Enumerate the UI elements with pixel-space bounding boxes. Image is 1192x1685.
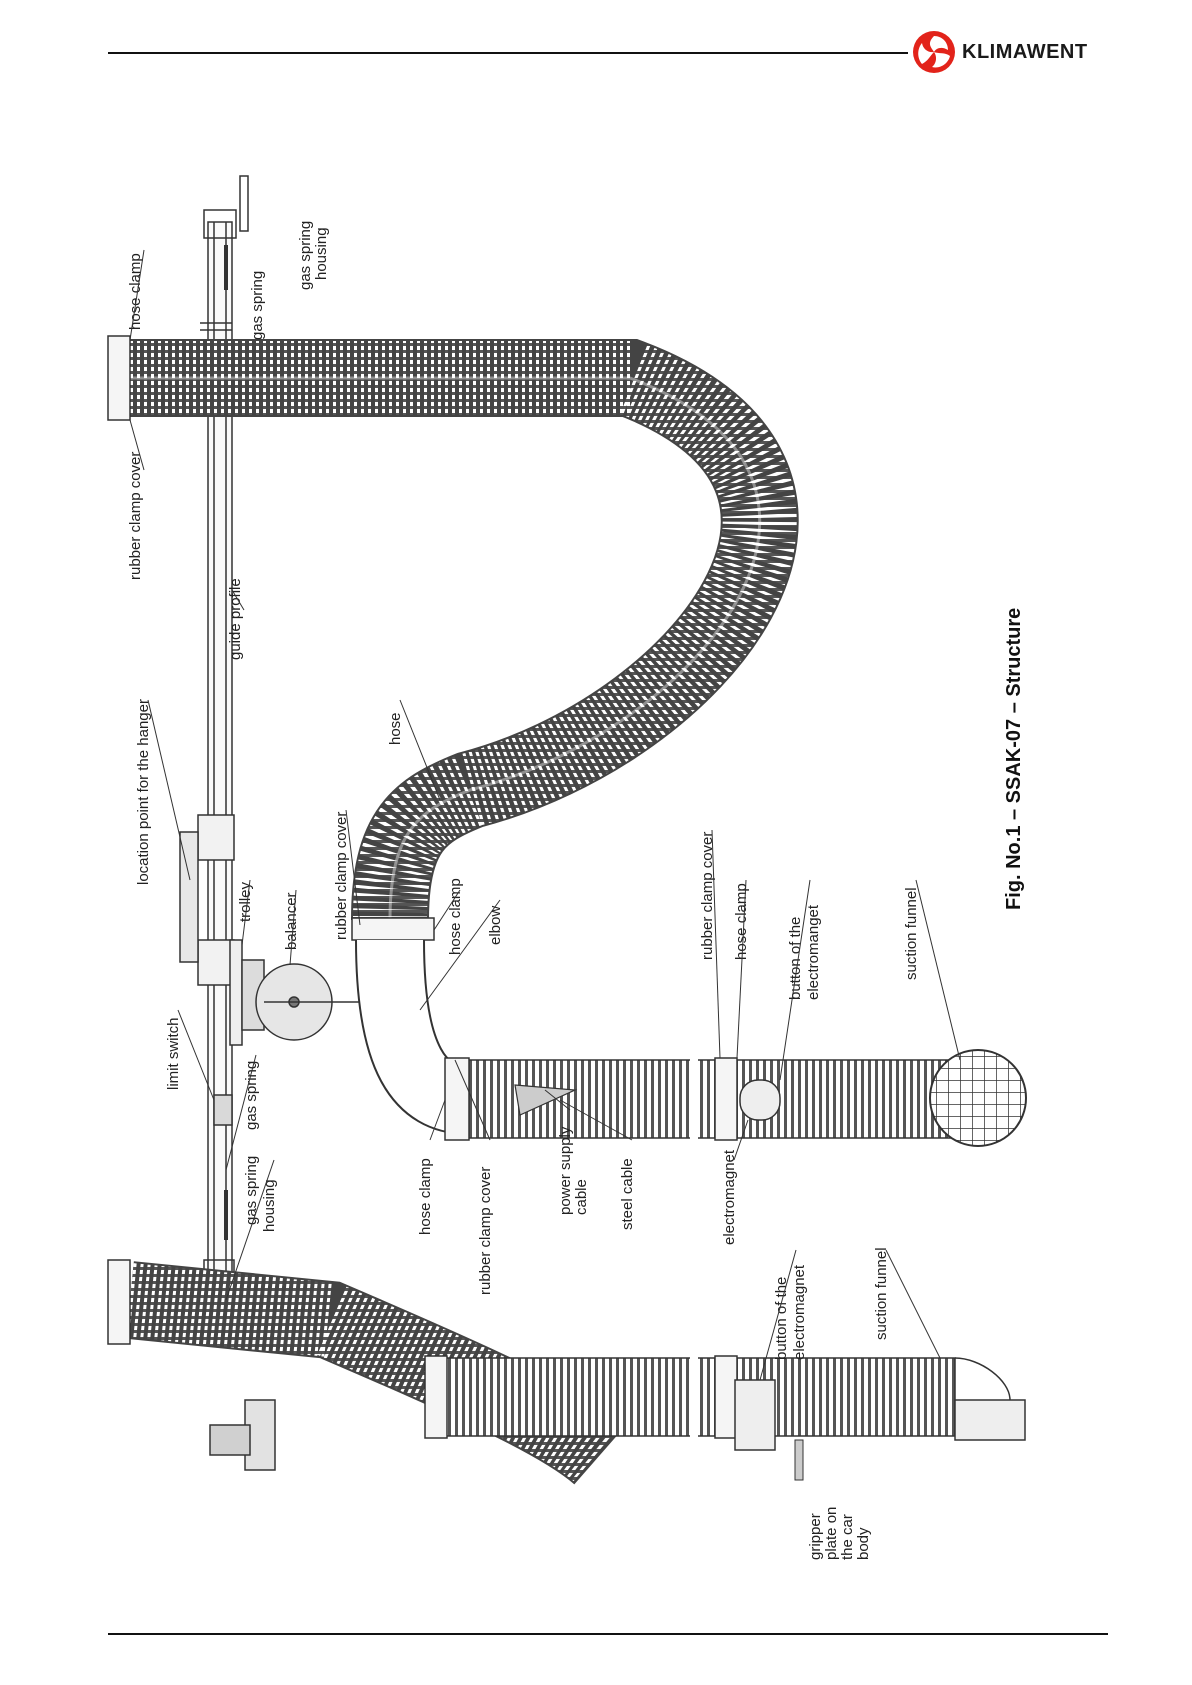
- label-rubber-clamp-cover-low: rubber clamp cover: [477, 1167, 494, 1295]
- label-gripper-1: gripper: [807, 1513, 824, 1560]
- hose-clamp-mid: [351, 917, 435, 941]
- label-power-supply-2: cable: [573, 1179, 590, 1215]
- label-button-electromanget-1: button of the: [787, 917, 804, 1000]
- label-trolley: trolley: [237, 881, 254, 922]
- label-gas-spring-housing-right-1: gas spring: [297, 221, 314, 290]
- label-rubber-clamp-cover-top: rubber clamp cover: [127, 452, 144, 580]
- label-suction-funnel-left: suction funnel: [873, 1247, 890, 1340]
- label-button-electromanget-2: electromanget: [805, 904, 822, 1000]
- label-gas-spring-housing-left-1: gas spring: [243, 1156, 260, 1225]
- label-elbow: elbow: [487, 906, 504, 945]
- label-button-electromagnet-2: electromagnet: [791, 1264, 808, 1360]
- label-gas-spring-housing-right-2: housing: [313, 227, 330, 280]
- hanger-blocks: [179, 322, 235, 986]
- label-gripper-2: plate on: [823, 1507, 840, 1560]
- label-gas-spring-left: gas spring: [243, 1061, 260, 1130]
- label-location-point: location point for the hanger: [135, 699, 152, 885]
- side-view-hose: [107, 1259, 1026, 1485]
- label-gas-spring-right: gas spring: [249, 271, 266, 340]
- labels: hose clamp rubber clamp cover guide prof…: [127, 221, 961, 1560]
- hose-clamp-top: [107, 335, 131, 421]
- label-electromagnet: electromagnet: [721, 1149, 738, 1245]
- label-guide-profile: guide profile: [227, 578, 244, 660]
- klimawent-logo-icon: [913, 31, 955, 73]
- label-balancer: balancer: [283, 892, 300, 950]
- label-hose-clamp-mid: hose clamp: [447, 878, 464, 955]
- lower-hose-arm: [444, 1055, 979, 1143]
- label-suction-funnel-right: suction funnel: [903, 887, 920, 980]
- balancer: [255, 963, 360, 1041]
- suction-funnel-right: [929, 1049, 1027, 1147]
- limit-switch: [213, 1094, 233, 1126]
- brand-logo: KLIMAWENT: [912, 30, 1088, 74]
- label-limit-switch: limit switch: [165, 1017, 182, 1090]
- label-gripper-3: the car: [839, 1514, 856, 1560]
- brand-name: KLIMAWENT: [962, 40, 1088, 63]
- footer-rule: [108, 1633, 1108, 1635]
- label-button-electromagnet-1: button of the: [773, 1277, 790, 1360]
- label-steel-cable: steel cable: [619, 1158, 636, 1230]
- label-rubber-clamp-cover-right: rubber clamp cover: [699, 832, 716, 960]
- label-gas-spring-housing-left-2: housing: [261, 1179, 278, 1232]
- label-hose-clamp-low: hose clamp: [417, 1158, 434, 1235]
- label-power-supply-1: power supply: [557, 1126, 574, 1215]
- label-hose-clamp-right: hose clamp: [733, 883, 750, 960]
- label-rubber-clamp-cover-mid: rubber clamp cover: [333, 812, 350, 940]
- label-hose: hose: [387, 712, 404, 745]
- figure-caption: Fig. No.1 – SSAK-07 – Structure: [1003, 608, 1025, 910]
- header-rule: [108, 52, 908, 54]
- label-gripper-4: body: [855, 1527, 872, 1560]
- label-hose-clamp-top: hose clamp: [127, 253, 144, 330]
